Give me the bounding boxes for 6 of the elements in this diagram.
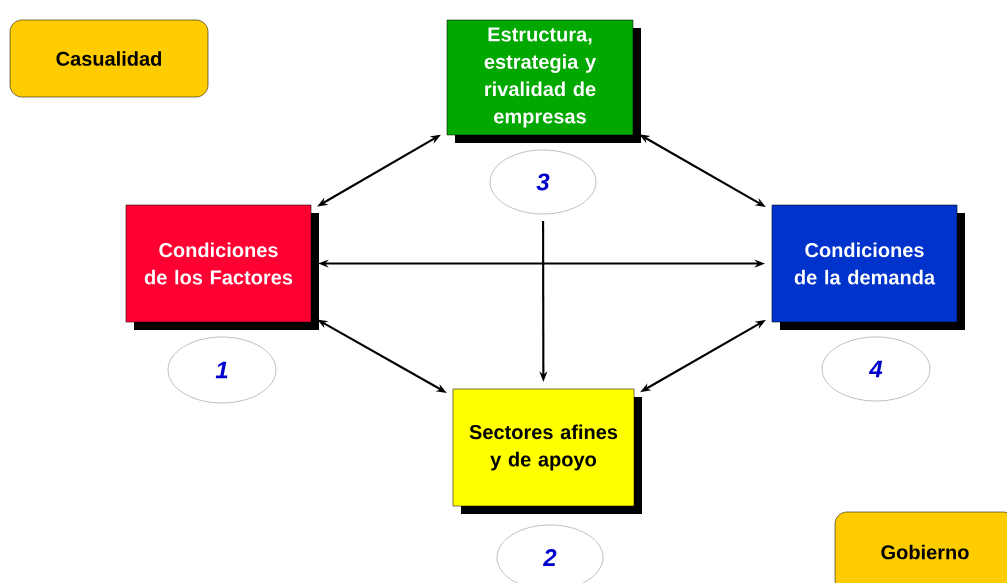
shadowed-box: Condiciones de los Factores — [125, 204, 319, 330]
rounded-box: Gobierno — [834, 511, 1007, 583]
shadowed-box: Condiciones de la demanda — [771, 204, 965, 330]
shadowed-box: Sectores afines y de apoyo — [452, 388, 642, 514]
shadowed-box: Estructura, estrategia y rivalidad de empresas — [446, 19, 641, 143]
rounded-box: Casualidad — [9, 19, 209, 98]
